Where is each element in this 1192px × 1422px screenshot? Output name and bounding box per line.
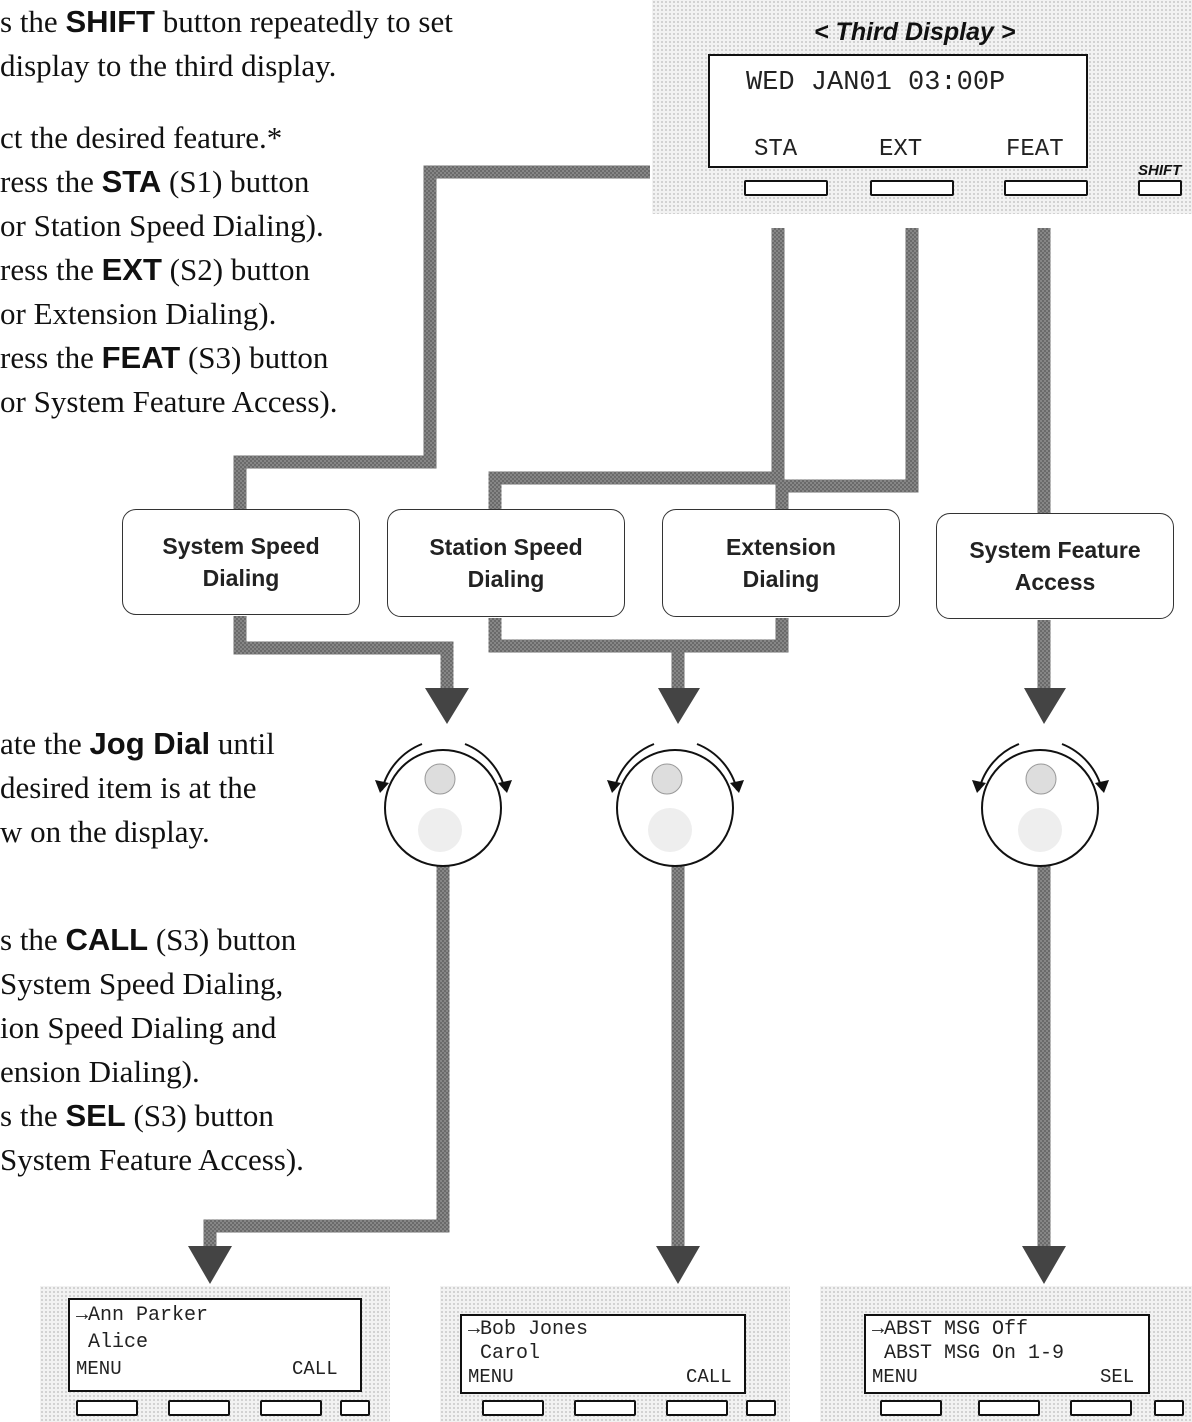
shift-button[interactable] (1138, 180, 1182, 196)
shift-instruction: s the SHIFT button repeatedly to set dis… (0, 4, 453, 83)
result-lcd-2: →Bob Jones Carol MENU CALL (460, 1314, 746, 1394)
result-1-softkey-3[interactable] (260, 1400, 322, 1416)
result-lcd-1: →Ann Parker Alice MENU CALL (68, 1298, 362, 1392)
result-2-menu-label: MENU (468, 1366, 514, 1388)
station-down (488, 618, 685, 690)
third-display-panel: < Third Display > WED JAN01 03:00P STA E… (652, 0, 1192, 214)
arrowhead-1 (425, 688, 469, 724)
feature-system-speed-dialing: System Speed Dialing (122, 509, 360, 615)
result-3-shift-button[interactable] (1154, 1400, 1184, 1416)
result-3-softkey-3[interactable] (1070, 1400, 1132, 1416)
result-display-station-speed: →Bob Jones Carol MENU CALL (440, 1286, 790, 1422)
softkey-label-sta: STA (754, 136, 798, 163)
feature-station-speed-dialing: Station Speed Dialing (387, 509, 625, 617)
result-display-system-feature: →ABST MSG Off ABST MSG On 1-9 MENU SEL (820, 1286, 1192, 1422)
result-2-line2: Carol (468, 1342, 541, 1365)
result-1-menu-label: MENU (76, 1358, 122, 1380)
softkey-label-feat: FEAT (1006, 136, 1064, 163)
arrowhead-2 (658, 688, 700, 724)
third-display-lcd: WED JAN01 03:00P STA EXT FEAT (708, 54, 1088, 168)
feature-system-feature-access: System Feature Access (936, 513, 1174, 619)
call-instruction: s the CALL (S3) button System Speed Dial… (0, 922, 304, 1177)
ext-softkey-button[interactable] (870, 180, 954, 196)
result-1-shift-button[interactable] (340, 1400, 370, 1416)
arrowhead-5 (656, 1246, 700, 1284)
result-3-line1: →ABST MSG Off (872, 1318, 1029, 1341)
result-1-softkey-1[interactable] (76, 1400, 138, 1416)
result-1-call-label: CALL (292, 1358, 338, 1380)
jog-instruction: ate the Jog Dial until desired item is a… (0, 726, 275, 849)
result-2-shift-button[interactable] (746, 1400, 776, 1416)
result-1-line1: →Ann Parker (76, 1304, 209, 1327)
arrowhead-4 (188, 1246, 232, 1284)
sta-softkey-button[interactable] (744, 180, 828, 196)
shift-label: SHIFT (1138, 162, 1182, 179)
extension-down (678, 618, 789, 653)
feat-softkey-button[interactable] (1004, 180, 1088, 196)
third-display-line1: WED JAN01 03:00P (746, 68, 1006, 98)
jog1-down (203, 864, 450, 1248)
select-instruction: ct the desired feature.* ress the STA (S… (0, 120, 338, 419)
result-2-softkey-2[interactable] (574, 1400, 636, 1416)
sta-connector-2 (488, 228, 785, 512)
result-3-menu-label: MENU (872, 1366, 918, 1388)
ext-connector (775, 228, 919, 512)
result-3-line2: ABST MSG On 1-9 (872, 1342, 1065, 1365)
result-2-softkey-1[interactable] (482, 1400, 544, 1416)
arrowhead-6 (1022, 1246, 1066, 1284)
result-2-softkey-3[interactable] (666, 1400, 728, 1416)
arrowhead-3 (1024, 688, 1066, 724)
third-display-title: < Third Display > (814, 18, 1016, 46)
softkey-label-ext: EXT (879, 136, 923, 163)
result-1-line2: Alice (76, 1331, 149, 1354)
result-1-softkey-2[interactable] (168, 1400, 230, 1416)
system-speed-down (233, 616, 454, 690)
feature-extension-dialing: Extension Dialing (662, 509, 900, 617)
sta-connector (233, 165, 650, 512)
result-2-call-label: CALL (686, 1366, 732, 1388)
result-display-system-speed: →Ann Parker Alice MENU CALL (40, 1286, 390, 1422)
result-lcd-3: →ABST MSG Off ABST MSG On 1-9 MENU SEL (864, 1314, 1150, 1394)
result-3-softkey-2[interactable] (978, 1400, 1040, 1416)
result-3-sel-label: SEL (1100, 1366, 1135, 1388)
result-3-softkey-1[interactable] (880, 1400, 942, 1416)
result-2-line1: →Bob Jones (468, 1318, 589, 1341)
